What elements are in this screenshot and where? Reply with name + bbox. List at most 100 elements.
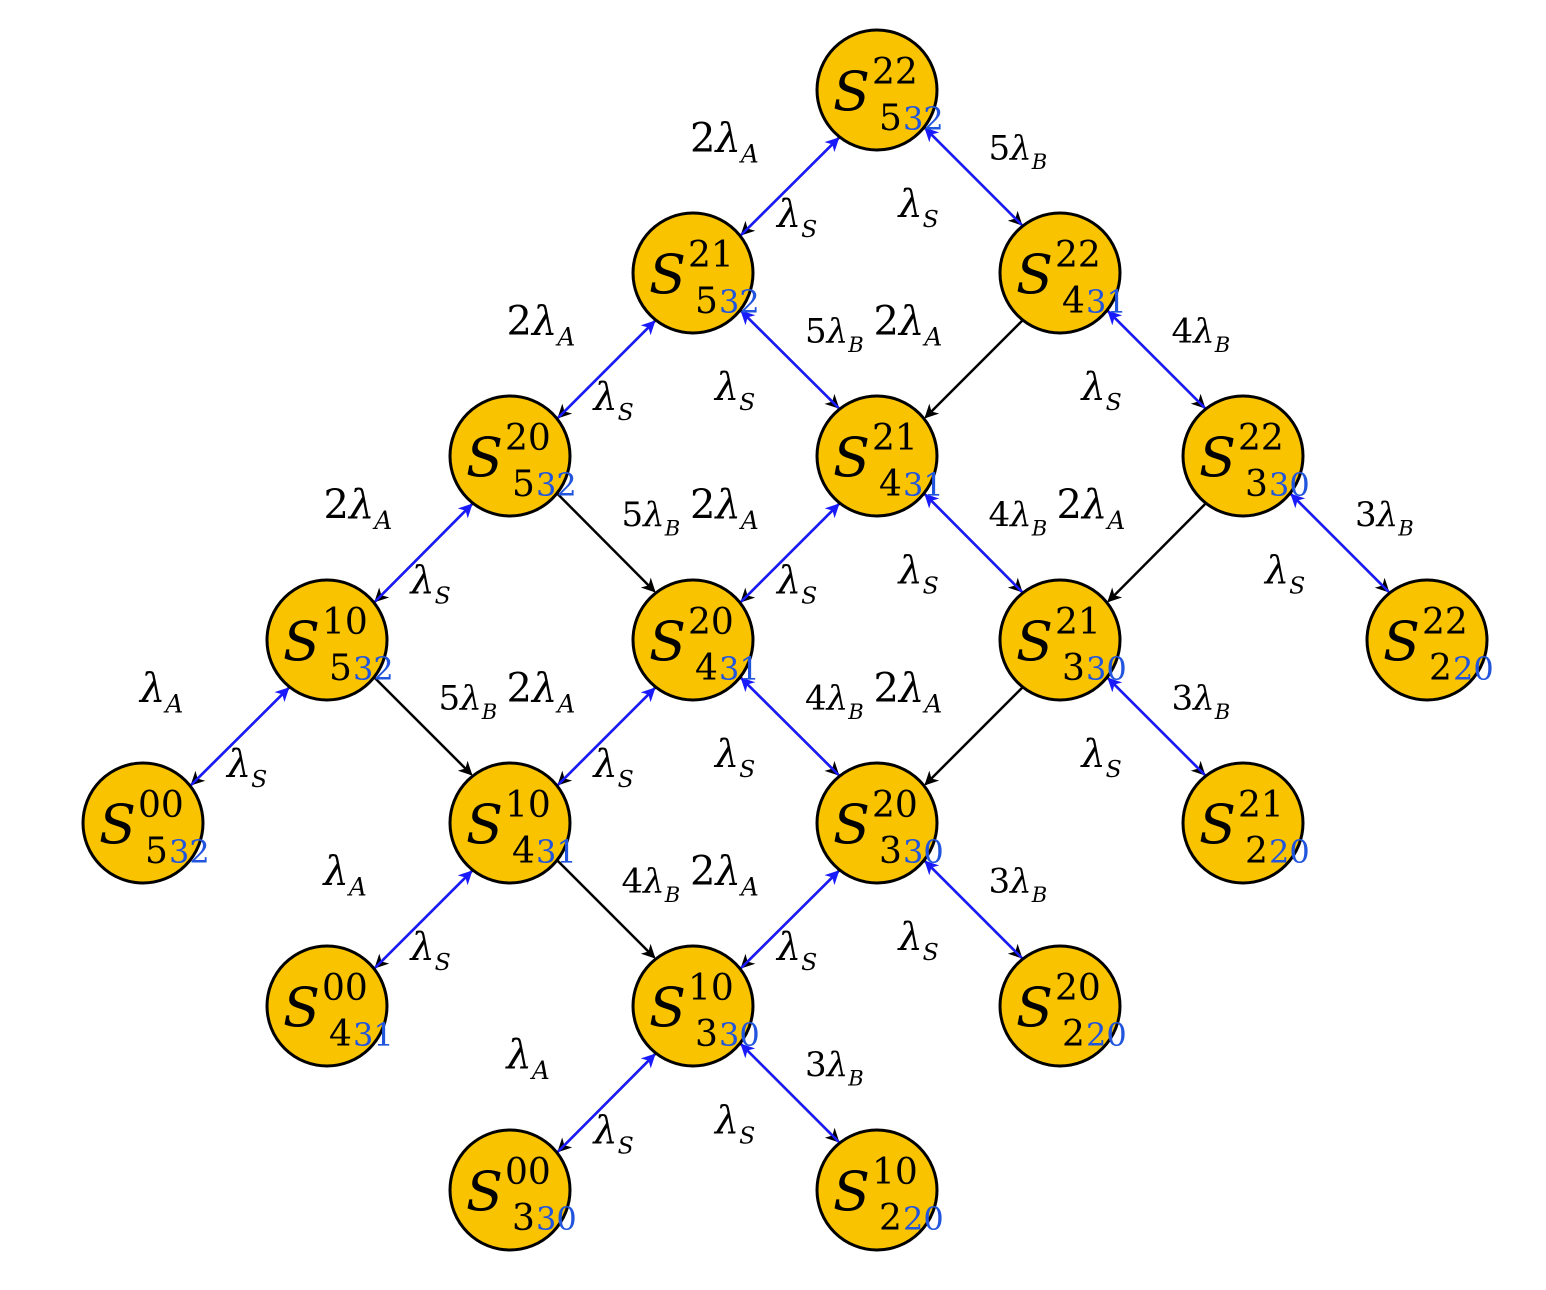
rate-lambda: λ bbox=[1080, 482, 1107, 528]
rate-coef: 2 bbox=[690, 116, 715, 162]
state-superscript: 21 bbox=[1238, 785, 1284, 826]
state-blue-subscript: 32 bbox=[903, 100, 944, 138]
rate-lambda: λ bbox=[1191, 679, 1215, 719]
rate-coef: 5 bbox=[805, 312, 827, 352]
rate-subscript: S bbox=[618, 398, 634, 426]
state-superscript: 22 bbox=[872, 52, 918, 93]
rate-subscript: S bbox=[923, 938, 939, 966]
state-superscript: 22 bbox=[1055, 235, 1101, 276]
state-superscript: 21 bbox=[872, 418, 918, 459]
rate-label-21: λA bbox=[138, 666, 183, 719]
state-label: S10 bbox=[283, 602, 368, 673]
state-subscript: 2 bbox=[1062, 1014, 1085, 1055]
rate-label-11: 2λA bbox=[324, 482, 393, 535]
state-superscript: 20 bbox=[688, 602, 734, 643]
rate-subscript: B bbox=[847, 332, 864, 357]
rate-lambda: λ bbox=[641, 862, 665, 902]
arrival-arrow-32 bbox=[556, 859, 656, 959]
rate-subscript: B bbox=[664, 516, 681, 541]
state-superscript: 20 bbox=[505, 418, 551, 459]
rate-lambda: λ bbox=[1191, 312, 1215, 352]
state-subscript: 5 bbox=[879, 98, 902, 139]
rate-lambda: λ bbox=[641, 495, 665, 535]
rate-lambda: λ bbox=[409, 558, 435, 602]
rate-lambda: λ bbox=[897, 548, 923, 592]
rate-label-7: λS bbox=[713, 365, 755, 417]
state-subscript: 5 bbox=[512, 464, 535, 505]
state-symbol: S bbox=[833, 60, 870, 123]
rate-lambda: λ bbox=[1080, 732, 1106, 776]
rate-label-29: 3λB bbox=[1172, 679, 1231, 725]
state-subscript: 4 bbox=[695, 648, 718, 689]
state-blue-subscript: 32 bbox=[169, 833, 210, 871]
state-label: S10 bbox=[649, 968, 734, 1039]
rate-subscript: A bbox=[555, 323, 575, 352]
rate-label-32: 4λB bbox=[622, 862, 681, 908]
rate-subscript: S bbox=[618, 1132, 634, 1160]
state-blue-subscript: 20 bbox=[1269, 833, 1310, 871]
state-label: S20 bbox=[466, 418, 551, 489]
state-label: S20 bbox=[649, 602, 734, 673]
state-subscript: 5 bbox=[695, 281, 718, 322]
rate-coef: 2 bbox=[874, 666, 899, 712]
state-subscript: 5 bbox=[329, 648, 352, 689]
state-subscript: 2 bbox=[1429, 648, 1452, 689]
rate-subscript: A bbox=[163, 690, 183, 719]
rate-subscript: S bbox=[739, 1122, 755, 1150]
state-superscript: 20 bbox=[1055, 968, 1101, 1009]
rate-label-13: λS bbox=[409, 558, 451, 610]
rate-subscript: S bbox=[435, 582, 451, 610]
state-label: S22 bbox=[1199, 418, 1284, 489]
rate-coef: 4 bbox=[805, 679, 827, 719]
rate-label-3: λS bbox=[897, 182, 939, 234]
state-superscript: 22 bbox=[1238, 418, 1284, 459]
state-label: S20 bbox=[833, 785, 918, 856]
rate-subscript: S bbox=[1289, 572, 1305, 600]
rate-label-40: λS bbox=[592, 1108, 634, 1160]
arrival-arrow-12 bbox=[556, 492, 656, 593]
rate-label-37: λS bbox=[897, 915, 939, 967]
state-superscript: 10 bbox=[322, 602, 368, 643]
service-arrow-17 bbox=[924, 493, 1024, 594]
state-symbol: S bbox=[99, 793, 136, 856]
state-label: S21 bbox=[833, 418, 918, 489]
rate-coef: 5 bbox=[439, 679, 461, 719]
rate-lambda: λ bbox=[458, 679, 482, 719]
rate-coef: 4 bbox=[622, 862, 644, 902]
rate-coef: 2 bbox=[507, 299, 532, 345]
state-symbol: S bbox=[1016, 610, 1053, 673]
rate-label-16: λS bbox=[775, 558, 817, 610]
service-arrow-20 bbox=[1290, 493, 1391, 594]
rate-label-17: λS bbox=[897, 548, 939, 600]
rate-subscript: S bbox=[618, 765, 634, 793]
state-superscript: 00 bbox=[322, 968, 368, 1009]
state-blue-subscript: 31 bbox=[353, 1016, 394, 1054]
state-symbol: S bbox=[283, 610, 320, 673]
state-label: S20 bbox=[1016, 968, 1101, 1039]
rate-lambda: λ bbox=[897, 182, 923, 226]
rate-lambda: λ bbox=[592, 375, 618, 419]
rate-coef: 2 bbox=[1057, 482, 1082, 528]
rate-label-20: λS bbox=[1263, 548, 1305, 600]
rate-coef: 2 bbox=[690, 482, 715, 528]
state-superscript: 21 bbox=[688, 235, 734, 276]
state-blue-subscript: 30 bbox=[903, 833, 944, 871]
edges-layer bbox=[189, 126, 1391, 1154]
arrival-arrow-22 bbox=[373, 676, 473, 776]
state-circle bbox=[815, 28, 939, 152]
rate-lambda: λ bbox=[1008, 129, 1032, 169]
rate-subscript: A bbox=[922, 690, 942, 719]
rate-subscript: B bbox=[1214, 699, 1231, 724]
rate-label-19: 3λB bbox=[1355, 495, 1414, 541]
rate-subscript: B bbox=[847, 699, 864, 724]
